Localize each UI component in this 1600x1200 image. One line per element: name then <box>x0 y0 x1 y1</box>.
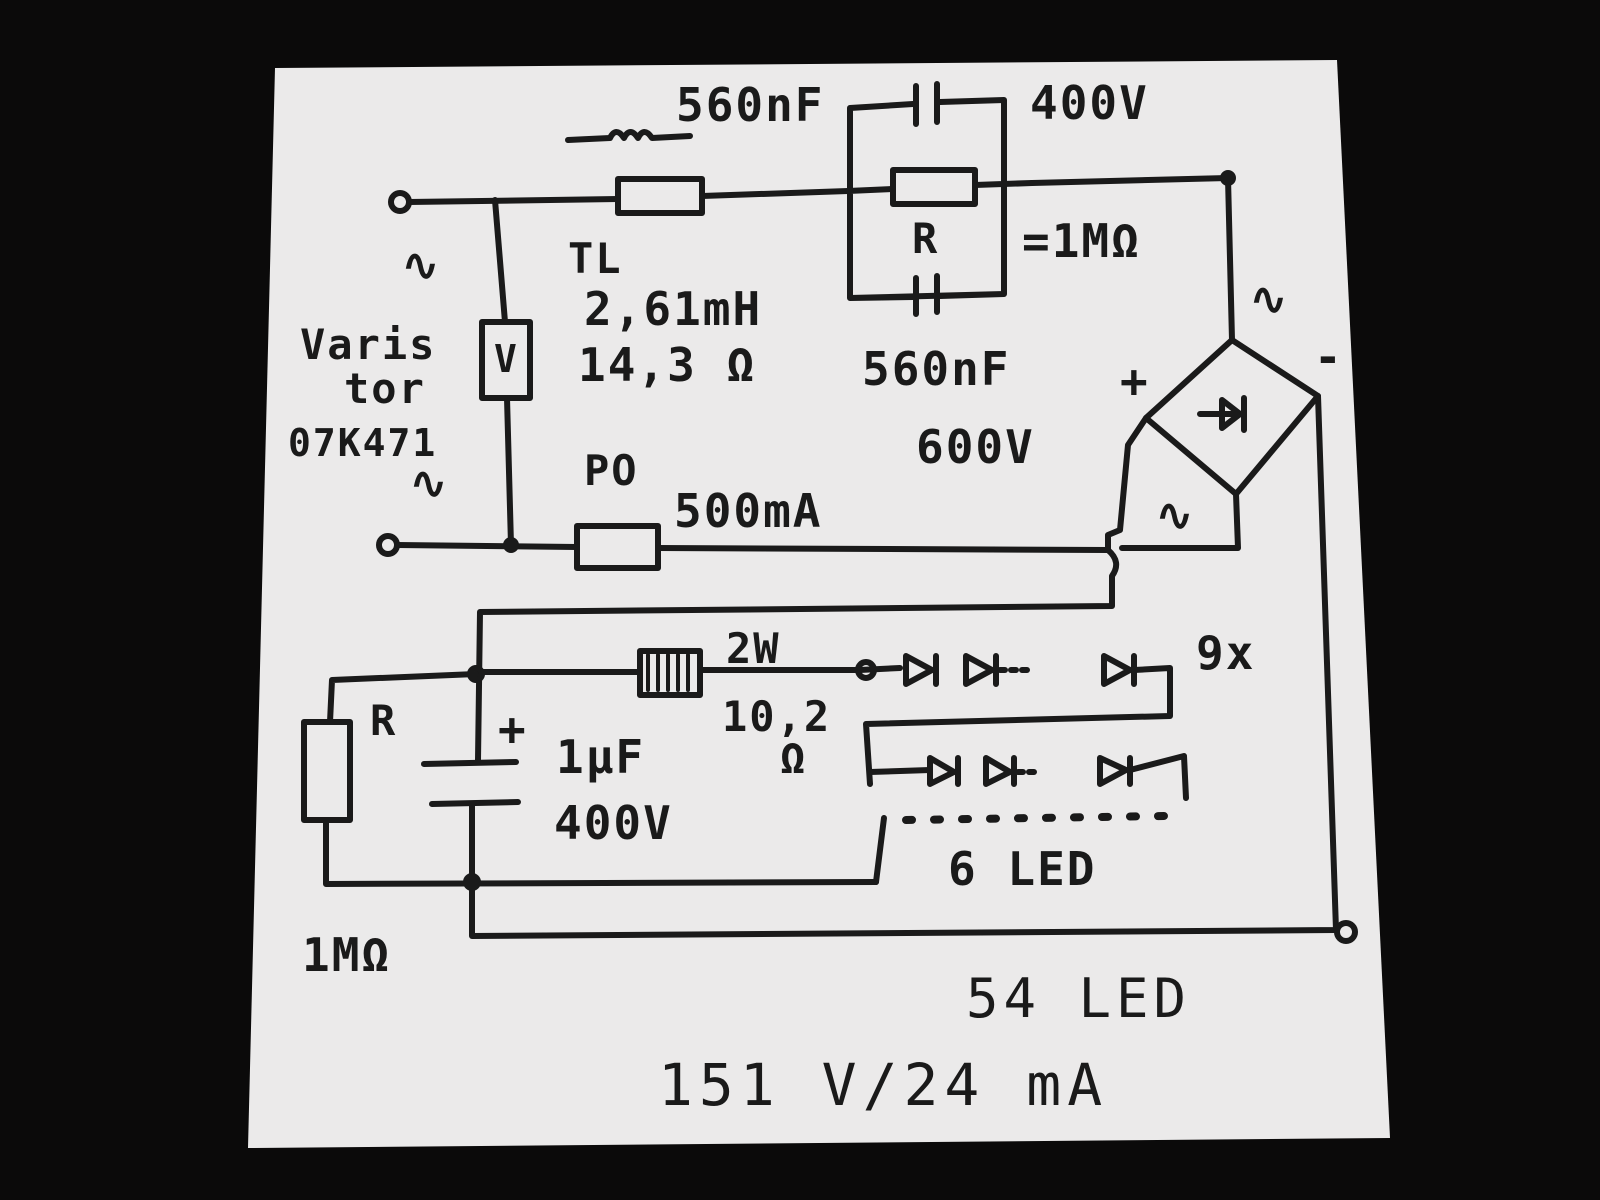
ac-symbol-bridge-bottom: ∿ <box>1156 490 1195 541</box>
wire-minus-rail <box>469 393 1339 939</box>
cap-560nf-top <box>913 81 940 127</box>
wire-bottom-main <box>394 542 1111 553</box>
resistor-value: 10,2 <box>722 692 832 741</box>
filter-resistor <box>301 719 353 823</box>
bridge-plus: + <box>1120 354 1150 408</box>
cap-bottom-voltage: 600V <box>916 420 1035 474</box>
fuse-rating: 500mA <box>674 484 823 538</box>
varistor-label-2: tor <box>344 364 426 413</box>
filter-cap-voltage: 400V <box>554 796 673 850</box>
varistor-label-1: Varis <box>300 320 437 369</box>
ac-symbol-input-bottom: ∿ <box>410 458 449 509</box>
filter-r-label: R <box>370 696 398 745</box>
bridge-minus: - <box>1314 330 1344 384</box>
inductor-tl <box>615 176 705 216</box>
cap-top-voltage: 400V <box>1030 76 1149 130</box>
cap-bottom-value: 560nF <box>862 342 1011 396</box>
led-row-1 <box>863 653 1173 787</box>
wire-top-main <box>406 188 851 205</box>
filter-cap-plate-bottom <box>429 799 521 807</box>
filter-cap-plus: + <box>498 702 528 756</box>
inductor-value: 2,61mH <box>584 282 763 336</box>
inductor-wave-symbol <box>565 129 693 143</box>
varistor-symbol: V <box>494 337 519 381</box>
cap-560nf-bottom <box>913 273 940 317</box>
varistor-box <box>479 319 533 401</box>
wire-filter-resistor <box>323 671 879 887</box>
varistor-part: 07K471 <box>288 421 438 465</box>
fuse-po <box>574 523 661 571</box>
bridge-diode-symbol <box>1197 395 1247 433</box>
inductor-resistance: 14,3 Ω <box>578 338 757 392</box>
total-leds: 54 LED <box>966 967 1192 1030</box>
filter-cap-value: 1μF <box>556 730 646 784</box>
paper-sheet <box>248 60 1390 1148</box>
wire-rc-parallel <box>845 97 1035 301</box>
filter-r-value: 1MΩ <box>302 928 392 982</box>
led-row-2 <box>867 753 1189 801</box>
wire-plus-rail <box>475 547 1120 763</box>
cap-top-value: 560nF <box>676 78 825 132</box>
resistor-r-label: R <box>912 214 940 263</box>
resistor-r-value: =1MΩ <box>1022 214 1141 268</box>
ac-symbol-bridge-top: ∿ <box>1250 274 1289 325</box>
resistor-r-top <box>890 167 978 207</box>
filter-cap-plate-top <box>421 759 519 767</box>
inductor-name: TL <box>568 234 623 283</box>
fuse-name: PO <box>584 446 639 495</box>
wire-bridge-plus <box>1105 415 1241 553</box>
ac-symbol-input-top: ∿ <box>402 240 441 291</box>
led-row-dots <box>873 812 1168 885</box>
resistor-power: 2W <box>726 624 781 673</box>
resistor-value-unit: Ω <box>780 734 808 783</box>
led-multiplier: 9x <box>1196 626 1256 680</box>
resistor-2w <box>637 648 703 698</box>
wire-varistor <box>492 197 514 548</box>
led-row-count: 6 LED <box>948 842 1097 896</box>
total-rating: 151 V/24 mA <box>658 1051 1109 1119</box>
